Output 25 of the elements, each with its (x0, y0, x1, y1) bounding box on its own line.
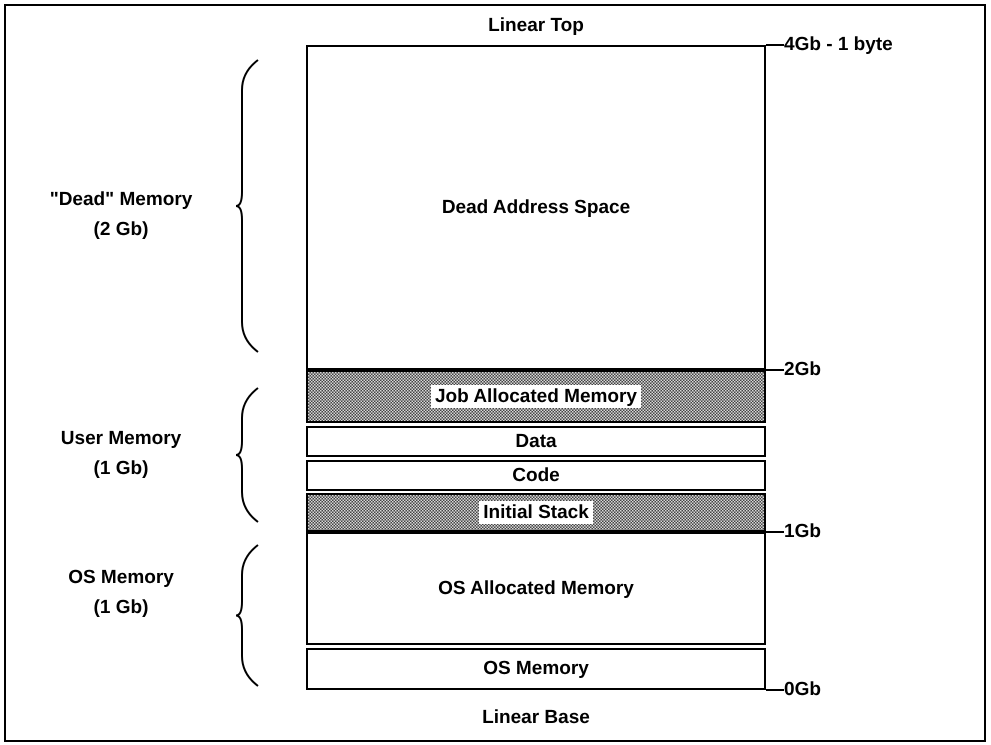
segment-label: Job Allocated Memory (430, 384, 641, 408)
memory-segment (306, 45, 766, 370)
bracket-label: OS Memory (68, 567, 174, 588)
bracket-label: User Memory (60, 428, 182, 449)
bracket-label: (2 Gb) (94, 219, 148, 240)
bracket-label: "Dead" Memory (50, 189, 192, 210)
hatched-memory-segment (306, 370, 766, 423)
memory-segment (306, 532, 766, 645)
tick-line (766, 44, 784, 46)
axis-title: Linear Base (482, 707, 590, 728)
bracket-label: (1 Gb) (94, 597, 148, 618)
address-label: 0Gb (784, 678, 821, 702)
address-label: 2Gb (784, 358, 821, 382)
tick-line (766, 689, 784, 691)
bracket-label: (1 Gb) (94, 458, 148, 479)
address-label: 4Gb - 1 byte (784, 33, 893, 57)
memory-segment (306, 460, 766, 491)
memory-segment (306, 648, 766, 690)
axis-title: Linear Top (488, 15, 584, 36)
tick-line (766, 369, 784, 371)
memory-segment (306, 426, 766, 457)
hatched-memory-segment (306, 493, 766, 532)
segment-label: Initial Stack (479, 500, 593, 524)
tick-line (766, 531, 784, 533)
address-label: 1Gb (784, 520, 821, 544)
